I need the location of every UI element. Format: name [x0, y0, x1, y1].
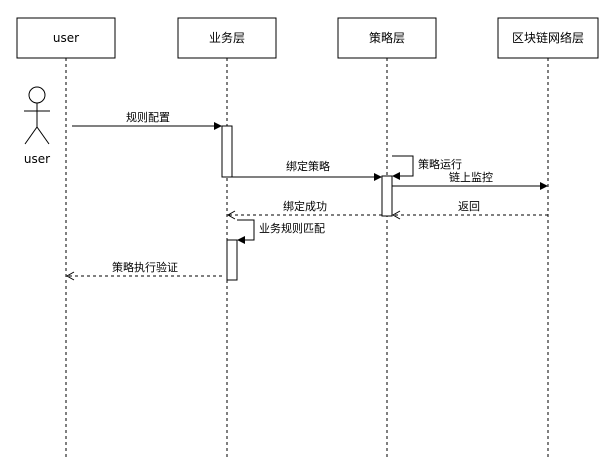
message-onchain-monitor[interactable]: 链上监控	[392, 170, 548, 190]
activation-strategy-layer	[381, 175, 393, 217]
participant-label: 策略层	[369, 30, 405, 45]
activation-business-layer-1	[221, 125, 233, 178]
actor-figure-icon[interactable]	[24, 86, 50, 145]
message-business-rule-match[interactable]: 业务规则匹配	[237, 219, 325, 244]
participant-user[interactable]: user	[16, 17, 116, 59]
arrowhead-filled-icon	[392, 172, 400, 180]
arrowhead-filled-icon	[214, 122, 222, 130]
participant-strategy-layer[interactable]: 策略层	[337, 17, 437, 59]
arrowhead-open-icon	[226, 210, 236, 220]
participant-label: user	[53, 31, 79, 45]
message-strategy-exec-verify[interactable]: 策略执行验证	[65, 260, 222, 281]
message-label: 绑定策略	[286, 159, 330, 173]
arrowhead-open-icon	[391, 210, 401, 220]
arrowhead-filled-icon	[374, 173, 382, 181]
message-label: 链上监控	[449, 170, 493, 184]
message-label: 返回	[458, 200, 480, 213]
message-bind-strategy[interactable]: 绑定策略	[232, 159, 382, 181]
participant-business-layer[interactable]: 业务层	[177, 17, 277, 59]
message-bind-success[interactable]: 绑定成功	[226, 199, 382, 220]
message-label: 绑定成功	[283, 199, 327, 213]
message-label: 策略执行验证	[112, 260, 178, 274]
message-label: 规则配置	[126, 110, 170, 124]
message-label: 业务规则匹配	[259, 221, 325, 235]
arrowhead-filled-icon	[237, 236, 245, 244]
arrowhead-open-icon	[65, 271, 75, 281]
message-strategy-run[interactable]: 策略运行	[392, 155, 462, 180]
activation-business-layer-2	[226, 239, 238, 281]
arrowhead-filled-icon	[540, 182, 548, 190]
message-rule-config[interactable]: 规则配置	[72, 110, 222, 130]
actor-label: user	[24, 152, 50, 166]
message-return[interactable]: 返回	[391, 200, 548, 220]
participant-label: 业务层	[209, 30, 245, 45]
participant-blockchain-layer[interactable]: 区块链网络层	[497, 17, 599, 59]
message-label: 策略运行	[418, 157, 462, 171]
participant-label: 区块链网络层	[512, 30, 584, 45]
